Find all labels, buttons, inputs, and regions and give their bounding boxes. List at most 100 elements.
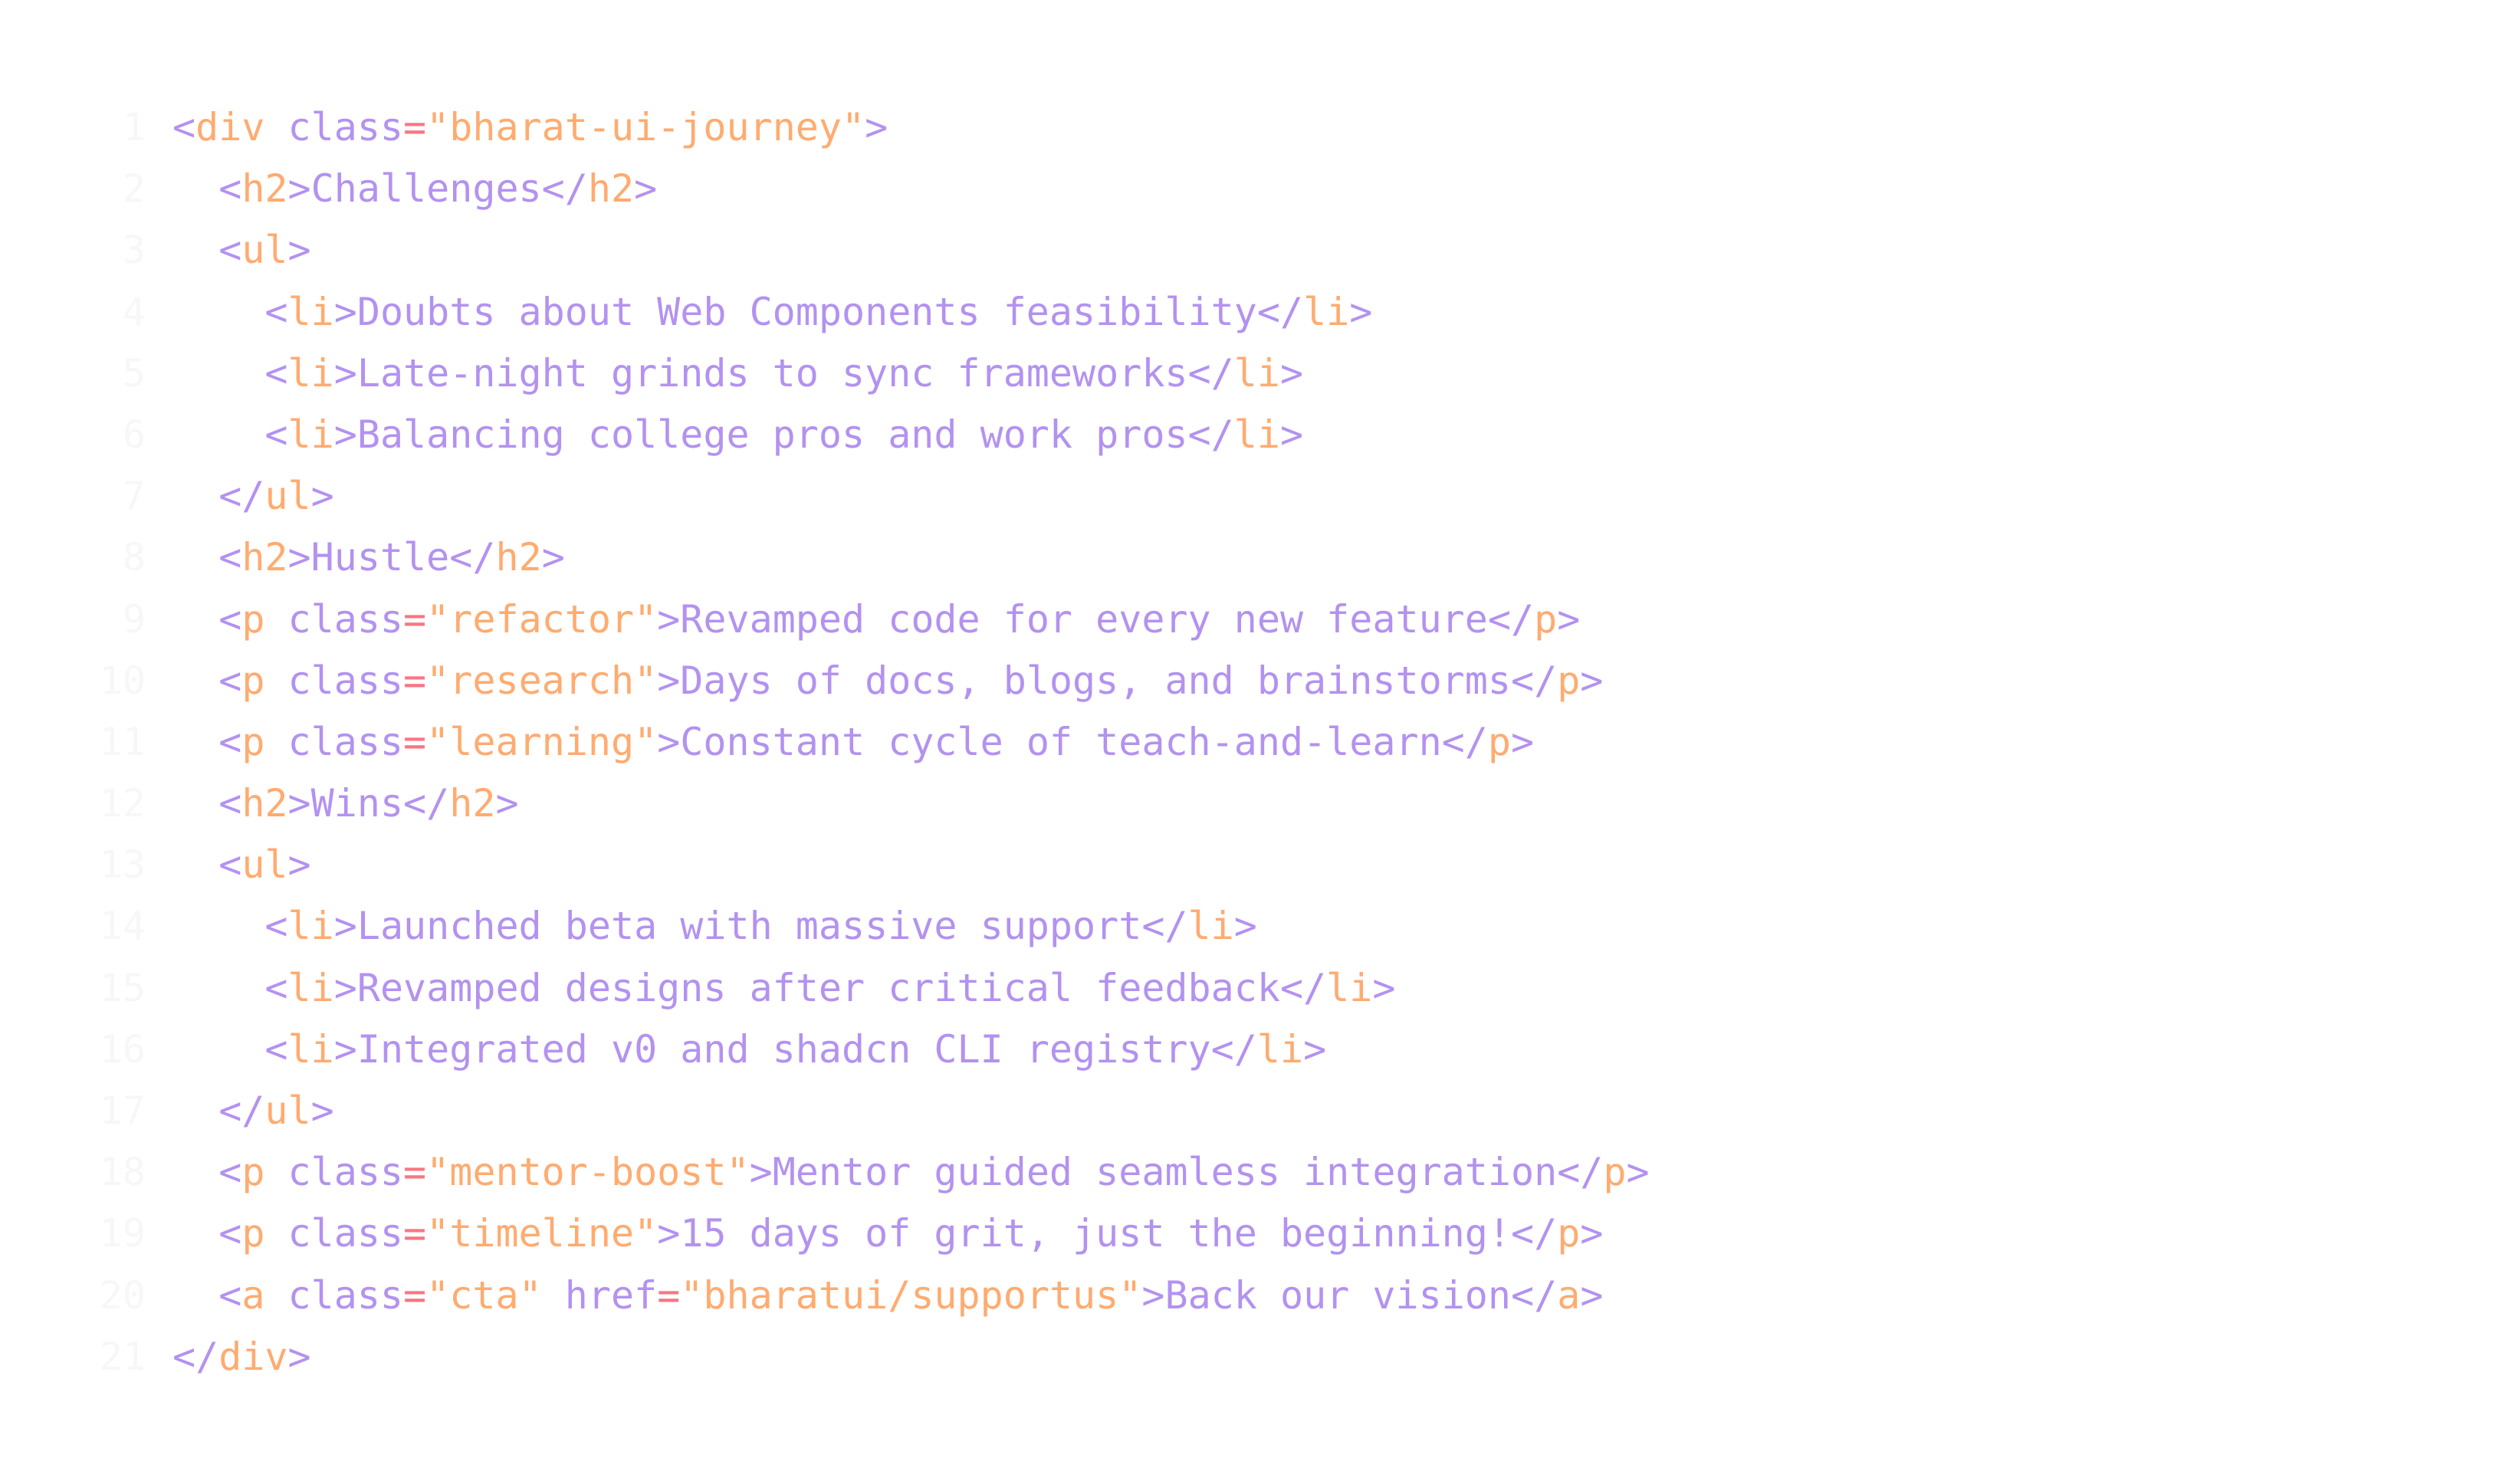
code-line[interactable]: 1<div class="bharat-ui-journey">: [0, 97, 2496, 158]
code-token: >Hustle</: [287, 535, 496, 580]
line-number: 2: [122, 166, 146, 212]
code-token: li: [1326, 965, 1373, 1010]
code-line[interactable]: 19 <p class="timeline">15 days of grit, j…: [0, 1203, 2496, 1264]
code-token: p: [1534, 596, 1558, 642]
line-number: 6: [122, 412, 146, 457]
code-line[interactable]: 21 </div>: [0, 1326, 2496, 1387]
line-number: 16: [99, 1026, 146, 1072]
code-text: <li>Late-night grinds to sync frameworks…: [172, 343, 1303, 404]
code-token: p: [1487, 719, 1511, 764]
code-text: <li>Revamped designs after critical feed…: [172, 957, 1395, 1019]
line-number: 21: [99, 1334, 146, 1379]
code-line[interactable]: 11<p class="learning">Constant cycle of …: [0, 711, 2496, 773]
code-line[interactable]: 16<li>Integrated v0 and shadcn CLI regis…: [0, 1019, 2496, 1080]
code-text: </ul>: [172, 465, 334, 527]
code-token: p: [241, 1211, 265, 1256]
code-token: ul: [264, 1088, 311, 1133]
code-token: </: [218, 1088, 265, 1133]
code-token: <: [264, 965, 288, 1010]
code-token: =: [403, 1150, 427, 1195]
code-token: h2: [449, 781, 496, 826]
code-token: >: [1349, 289, 1373, 334]
line-number: 13: [99, 842, 146, 888]
code-token: <: [218, 842, 242, 888]
line-number: 12: [99, 781, 146, 826]
code-token: ul: [264, 474, 311, 519]
code-text: <h2>Wins</h2>: [172, 773, 518, 834]
code-token: ul: [241, 842, 288, 888]
code-text: <li>Balancing college pros and work pros…: [172, 404, 1303, 465]
code-token: >Constant cycle of teach-and-learn</: [657, 719, 1488, 764]
code-token: >15 days of grit, just the beginning!</: [657, 1211, 1558, 1256]
code-token: div: [195, 105, 265, 149]
code-token: =: [403, 1272, 427, 1318]
code-token: >: [1279, 350, 1304, 396]
code-line[interactable]: 2 <h2>Challenges</h2>: [0, 158, 2496, 219]
code-token: a: [241, 1272, 265, 1318]
code-token: =: [403, 658, 427, 703]
code-line[interactable]: 20<a class="cta" href="bharatui/supportu…: [0, 1265, 2496, 1326]
code-line[interactable]: 6 <li>Balancing college pros and work pro…: [0, 404, 2496, 465]
code-line[interactable]: 3<ul>: [0, 219, 2496, 281]
code-editor[interactable]: 1<div class="bharat-ui-journey"> 2 <h2>Cha…: [0, 97, 2496, 1387]
code-line[interactable]: 14<li>Launched beta with massive support…: [0, 895, 2496, 957]
code-token: <: [218, 1272, 242, 1318]
code-line[interactable]: 10 <p class="research">Days of docs, blog…: [0, 650, 2496, 711]
code-token: =: [403, 719, 427, 764]
code-text: <h2>Challenges</h2>: [172, 158, 657, 219]
code-token: >: [1557, 596, 1581, 642]
code-line[interactable]: 9<p class="refactor">Revamped code for e…: [0, 589, 2496, 650]
code-line[interactable]: 7</ul>: [0, 465, 2496, 527]
code-token: h2: [495, 535, 542, 580]
code-text: <p class="timeline">15 days of grit, jus…: [172, 1203, 1603, 1264]
code-token: >Launched beta with massive support</: [333, 904, 1188, 949]
code-token: >Revamped code for every new feature</: [657, 596, 1535, 642]
code-token: class: [264, 105, 404, 149]
code-line[interactable]: 12 <h2>Wins</h2>: [0, 773, 2496, 834]
code-token: li: [287, 904, 334, 949]
code-text: </div>: [172, 1326, 311, 1387]
code-token: >: [1233, 904, 1257, 949]
code-line[interactable]: 15<li>Revamped designs after critical fe…: [0, 957, 2496, 1019]
code-text: <ul>: [172, 834, 310, 895]
code-token: p: [241, 658, 265, 703]
code-line[interactable]: 8<h2>Hustle</h2>: [0, 527, 2496, 588]
code-line[interactable]: 17</ul>: [0, 1080, 2496, 1141]
code-line[interactable]: 5 <li>Late-night grinds to sync framework…: [0, 343, 2496, 404]
code-token: <: [172, 105, 196, 149]
code-token: class: [264, 1150, 404, 1195]
code-token: >Wins</: [287, 781, 450, 826]
code-token: </: [218, 474, 265, 519]
code-token: </: [172, 1334, 219, 1379]
code-token: >: [1580, 1272, 1604, 1318]
code-text: <p class="research">Days of docs, blogs,…: [172, 650, 1603, 711]
code-token: li: [287, 289, 334, 334]
code-line[interactable]: 18<p class="mentor-boost">Mentor guided …: [0, 1141, 2496, 1203]
line-number: 5: [122, 350, 146, 396]
code-token: >: [287, 1334, 311, 1379]
code-token: "timeline": [426, 1211, 658, 1256]
code-token: class: [264, 1211, 404, 1256]
line-number: 10: [99, 658, 146, 703]
line-number: 19: [99, 1211, 146, 1256]
code-token: "learning": [426, 719, 658, 764]
code-token: >: [1372, 965, 1396, 1010]
line-number: 8: [122, 535, 146, 580]
code-text: <ul>: [172, 219, 310, 281]
code-line[interactable]: 4<li>Doubts about Web Components feasibi…: [0, 281, 2496, 343]
code-token: <: [218, 1211, 242, 1256]
code-token: class: [264, 719, 404, 764]
line-number: 14: [99, 904, 146, 949]
code-token: class: [264, 1272, 404, 1318]
code-line[interactable]: 13 <ul>: [0, 834, 2496, 895]
code-token: ul: [241, 228, 288, 273]
code-token: a: [1557, 1272, 1581, 1318]
code-token: class: [264, 596, 404, 642]
code-token: p: [1557, 658, 1581, 703]
code-token: "research": [426, 658, 658, 703]
code-token: "cta": [426, 1272, 542, 1318]
line-number: 15: [99, 965, 146, 1010]
code-token: <: [264, 350, 288, 396]
code-token: h2: [241, 166, 288, 212]
code-text: <div class="bharat-ui-journey">: [172, 97, 888, 158]
